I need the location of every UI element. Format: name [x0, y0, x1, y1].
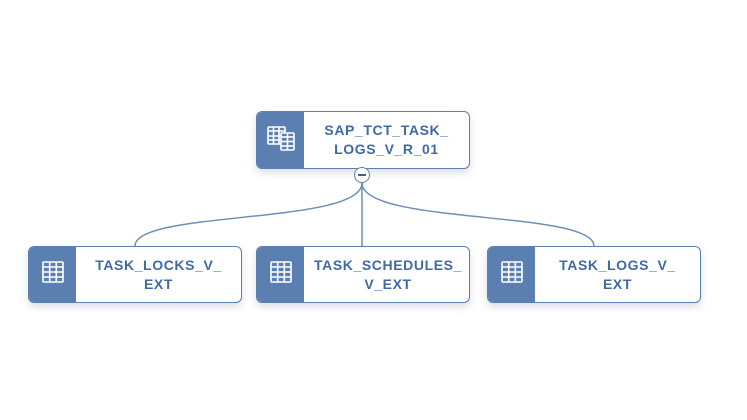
child-node-icon-box: [257, 247, 304, 302]
table-icon: [41, 260, 65, 289]
minus-icon: [358, 174, 366, 176]
child-node-label: TASK_SCHEDULES_ V_EXT: [314, 256, 462, 292]
table-icon: [269, 260, 293, 289]
root-node[interactable]: SAP_TCT_TASK_ LOGS_V_R_01: [256, 111, 470, 169]
child-node-label: TASK_LOGS_V_ EXT: [559, 256, 676, 292]
child-node-task-logs[interactable]: TASK_LOGS_V_ EXT: [487, 246, 701, 303]
root-node-icon-box: [257, 112, 304, 168]
root-node-label: SAP_TCT_TASK_ LOGS_V_R_01: [324, 122, 449, 157]
multi-table-icon: [266, 124, 296, 157]
child-node-icon-box: [488, 247, 535, 302]
child-node-task-schedules[interactable]: TASK_SCHEDULES_ V_EXT: [256, 246, 470, 303]
child-node-task-locks[interactable]: TASK_LOCKS_V_ EXT: [28, 246, 242, 303]
collapse-toggle-button[interactable]: [354, 167, 370, 183]
child-node-label: TASK_LOCKS_V_ EXT: [95, 256, 222, 292]
table-icon: [500, 260, 524, 289]
child-node-icon-box: [29, 247, 76, 302]
connector-root-to-task-logs: [361, 182, 595, 247]
connector-root-to-task-locks: [134, 182, 363, 247]
